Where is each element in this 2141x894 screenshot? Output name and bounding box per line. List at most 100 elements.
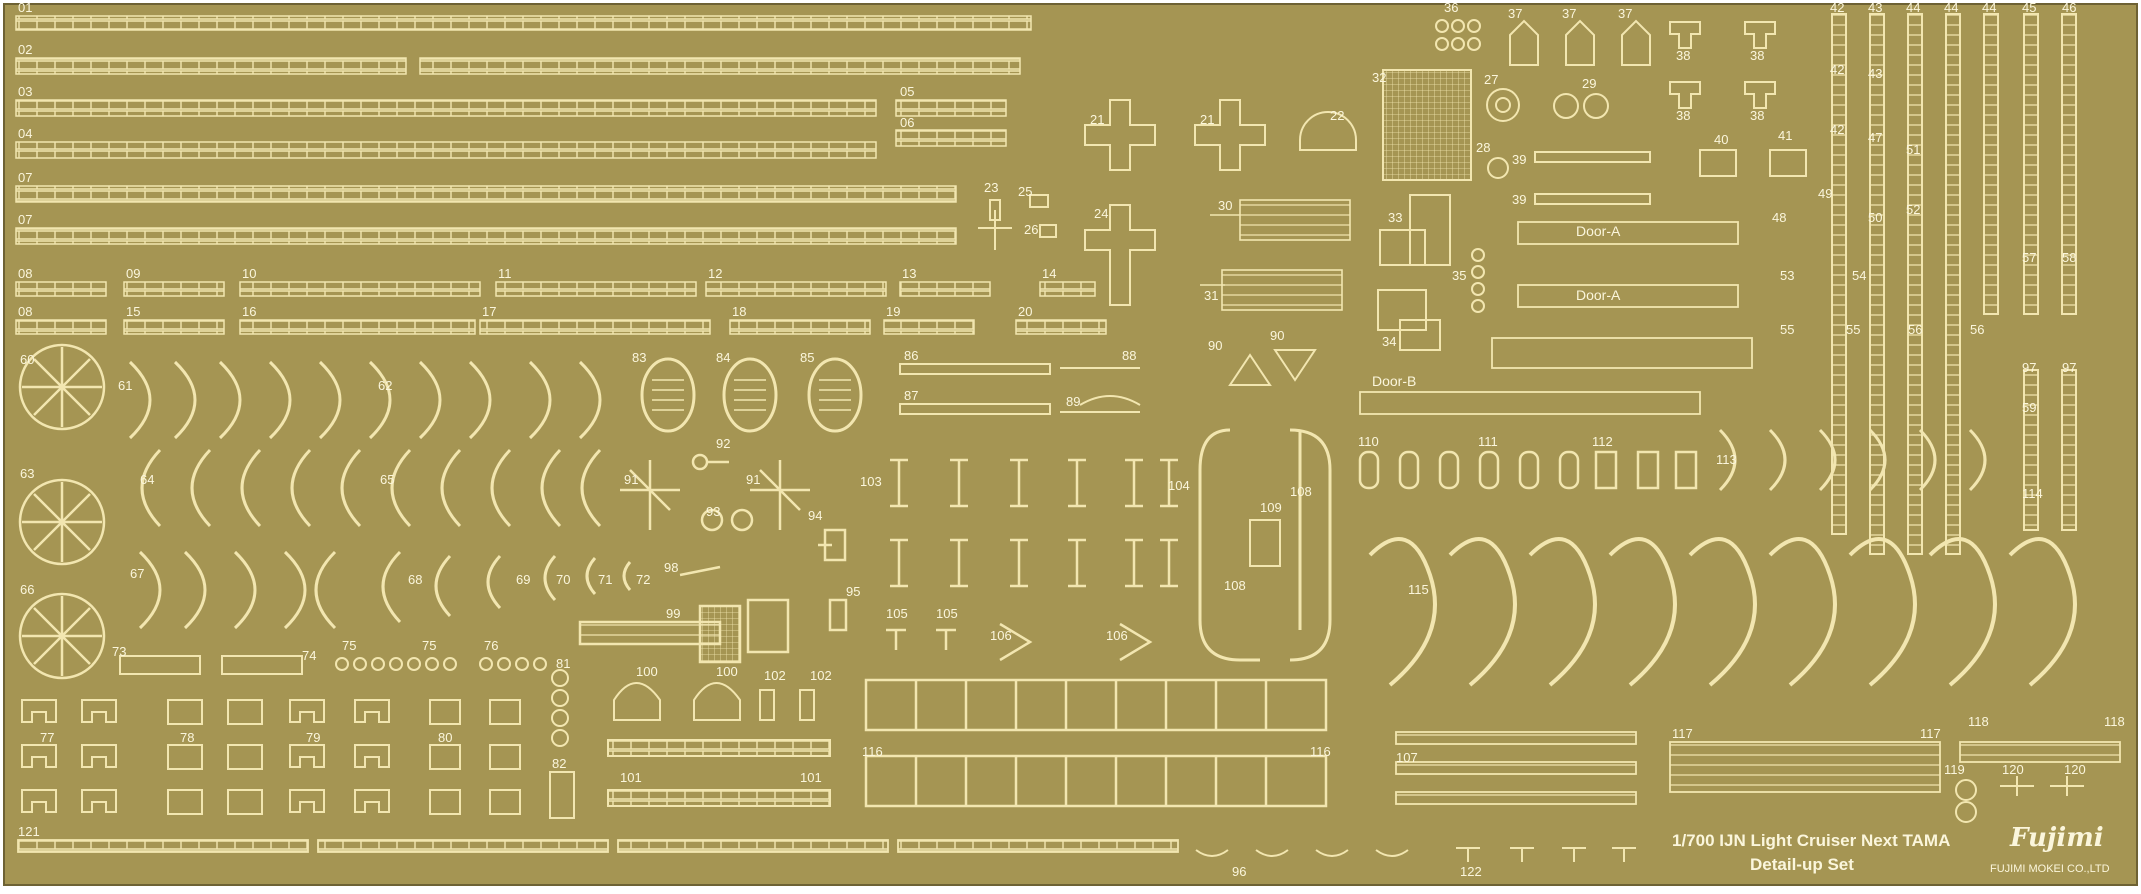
blocks-33-34 <box>1377 194 1485 351</box>
part-label: 48 <box>1772 210 1786 225</box>
part-label: 120 <box>2064 762 2086 777</box>
part-label: 108 <box>1290 484 1312 499</box>
railings-08-20 <box>15 281 1107 335</box>
part-label: 107 <box>1396 750 1418 765</box>
part-label: 77 <box>40 730 54 745</box>
vertical-strips-42-59 <box>1831 13 2077 555</box>
part-label: 26 <box>1024 222 1038 237</box>
part-label: 33 <box>1388 210 1402 225</box>
part-label: 39 <box>1512 192 1526 207</box>
part-label: 30 <box>1218 198 1232 213</box>
part-label: 46 <box>2062 0 2076 15</box>
part-label: 114 <box>2022 486 2043 501</box>
part-label: 55 <box>1846 322 1860 337</box>
part-label: 89 <box>1066 394 1080 409</box>
long-strips-121 <box>17 839 1179 853</box>
part-label: 11 <box>498 266 512 281</box>
part-label: 01 <box>18 0 32 15</box>
part-label: 07 <box>18 212 32 227</box>
part-label: 40 <box>1714 132 1728 147</box>
large-curves-115 <box>1368 537 2077 687</box>
railings-01-07 <box>15 15 1032 245</box>
part-label: 66 <box>20 582 34 597</box>
part-label: 21 <box>1090 112 1104 127</box>
part-label: 58 <box>2062 250 2076 265</box>
part-label: 55 <box>1780 322 1794 337</box>
part-label: 82 <box>552 756 566 771</box>
part-label: 104 <box>1168 478 1190 493</box>
part-label: 43 <box>1868 0 1882 15</box>
part-label: 03 <box>18 84 32 99</box>
part-label: 65 <box>380 472 394 487</box>
part-label: 97 <box>2062 360 2076 375</box>
part-label: 85 <box>800 350 814 365</box>
small-fittings-73-82 <box>21 655 575 819</box>
part-label: 07 <box>18 170 32 185</box>
part-label: 37 <box>1508 6 1522 21</box>
part-label: 02 <box>18 42 32 57</box>
part-label: 98 <box>664 560 678 575</box>
part-label: 18 <box>732 304 746 319</box>
part-label: 44 <box>1982 0 1996 15</box>
part-label: 29 <box>1582 76 1596 91</box>
part-label: 94 <box>808 508 822 523</box>
hooks-113 <box>1718 428 1987 492</box>
part-label: 56 <box>1908 322 1922 337</box>
part-label: 05 <box>900 84 914 99</box>
part-label: 109 <box>1260 500 1282 515</box>
part-label: 49 <box>1818 186 1832 201</box>
fittings-100-102 <box>607 682 831 807</box>
part-label: 72 <box>636 572 650 587</box>
part-label: 63 <box>20 466 34 481</box>
part-label: 53 <box>1780 268 1794 283</box>
part-label: 105 <box>886 606 908 621</box>
part-label: 88 <box>1122 348 1136 363</box>
part-label: 42 <box>1830 62 1844 77</box>
part-label: 73 <box>112 644 126 659</box>
part-label: 59 <box>2022 400 2036 415</box>
part-label: 38 <box>1750 48 1764 63</box>
part-label: 71 <box>598 572 612 587</box>
doors <box>1359 221 1753 415</box>
part-label: 13 <box>902 266 916 281</box>
part-label: 37 <box>1562 6 1576 21</box>
part-label: 79 <box>306 730 320 745</box>
part-label: 100 <box>636 664 658 679</box>
part-label: 32 <box>1372 70 1386 85</box>
part-label: 15 <box>126 304 140 319</box>
part-label: 08 <box>18 304 32 319</box>
part-label: 31 <box>1204 288 1218 303</box>
curved-parts-61-72 <box>128 360 632 630</box>
part-label: 74 <box>302 648 316 663</box>
fittings-36-37 <box>1435 19 1651 66</box>
part-label: 54 <box>1852 268 1866 283</box>
part-label: 84 <box>716 350 730 365</box>
platform-32 <box>1382 69 1472 181</box>
part-label: 42 <box>1830 0 1844 15</box>
part-label: 08 <box>18 266 32 281</box>
part-label: 81 <box>556 656 570 671</box>
part-label: 70 <box>556 572 570 587</box>
discs-27-29 <box>1486 88 1609 179</box>
part-label: 120 <box>2002 762 2024 777</box>
part-label: 80 <box>438 730 452 745</box>
ovals-83-85 <box>640 357 863 433</box>
parts-38-41 <box>1534 21 1807 205</box>
part-label: 34 <box>1382 334 1396 349</box>
part-label: 35 <box>1452 268 1466 283</box>
part-label: 78 <box>180 730 194 745</box>
part-label: 60 <box>20 352 34 367</box>
part-label: 47 <box>1868 130 1882 145</box>
part-label: 38 <box>1750 108 1764 123</box>
part-label: 44 <box>1906 0 1920 15</box>
part-label: 102 <box>810 668 832 683</box>
part-label: 16 <box>242 304 256 319</box>
title-block: 1/700 IJN Light Cruiser Next TAMA Detail… <box>1672 823 2110 875</box>
crosses-21-24 <box>978 99 1357 306</box>
part-label: 12 <box>708 266 722 281</box>
part-label: 102 <box>764 668 786 683</box>
part-label: 105 <box>936 606 958 621</box>
door-label: Door-A <box>1576 287 1621 303</box>
